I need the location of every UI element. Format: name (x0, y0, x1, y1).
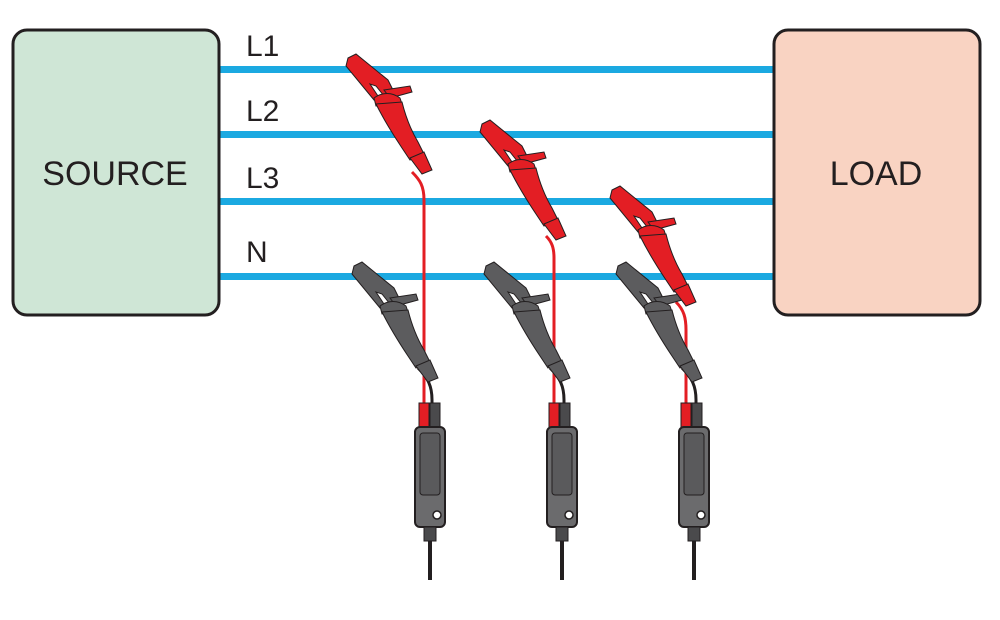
probe-body-panel (551, 432, 573, 496)
red-connector (548, 402, 560, 428)
conductor-L3 (218, 198, 776, 205)
source-label: SOURCE (42, 155, 187, 193)
probe-led (564, 510, 574, 520)
label-L3: L3 (246, 162, 279, 195)
conductor-lines (218, 66, 776, 280)
red-lead-wire (544, 234, 556, 405)
red-lead-wire (674, 300, 688, 405)
load-box: LOAD (772, 28, 982, 317)
probe-body-panel (419, 432, 441, 496)
probe-led (432, 510, 442, 520)
probe-body-panel (683, 432, 705, 496)
black-connector (559, 402, 571, 428)
label-N: N (246, 236, 268, 269)
probe-1 (345, 53, 446, 580)
probe-strain-relief (555, 526, 569, 542)
probe-strain-relief (687, 526, 701, 542)
red-connector (418, 402, 430, 428)
black-connector (429, 402, 441, 428)
probe-led (696, 510, 706, 520)
red-lead-wire (410, 170, 426, 405)
probe-3 (609, 185, 710, 580)
label-L2: L2 (246, 95, 279, 128)
label-L1: L1 (246, 30, 279, 63)
load-label: LOAD (830, 155, 923, 193)
probe-strain-relief (423, 526, 437, 542)
source-box: SOURCE (11, 28, 221, 317)
black-connector (691, 402, 703, 428)
conductor-L1 (218, 66, 776, 73)
red-connector (680, 402, 692, 428)
probe-2 (479, 119, 578, 580)
